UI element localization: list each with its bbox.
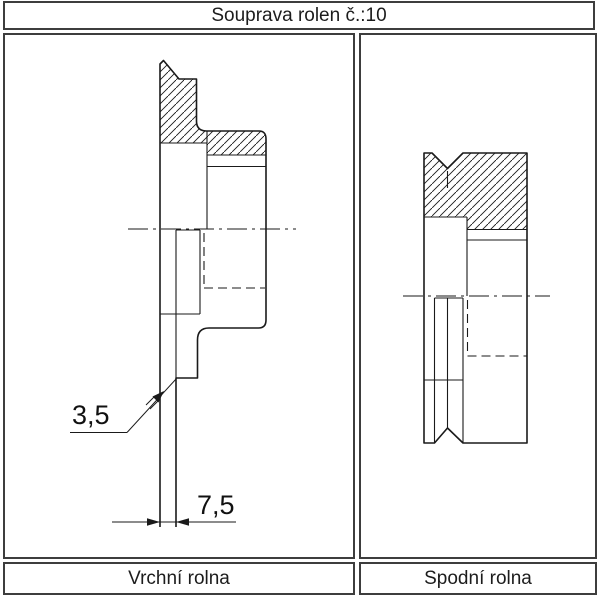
top-roller-panel xyxy=(3,33,355,559)
bottom-roller-panel xyxy=(359,33,597,559)
top-roller-label-box: Vrchní rolna xyxy=(3,562,355,595)
sheet-title: Souprava rolen č.:10 xyxy=(211,4,387,26)
title-box: Souprava rolen č.:10 xyxy=(3,1,595,30)
top-roller-label: Vrchní rolna xyxy=(128,567,230,589)
bottom-roller-label: Spodní rolna xyxy=(424,567,532,589)
bottom-roller-label-box: Spodní rolna xyxy=(359,562,597,595)
